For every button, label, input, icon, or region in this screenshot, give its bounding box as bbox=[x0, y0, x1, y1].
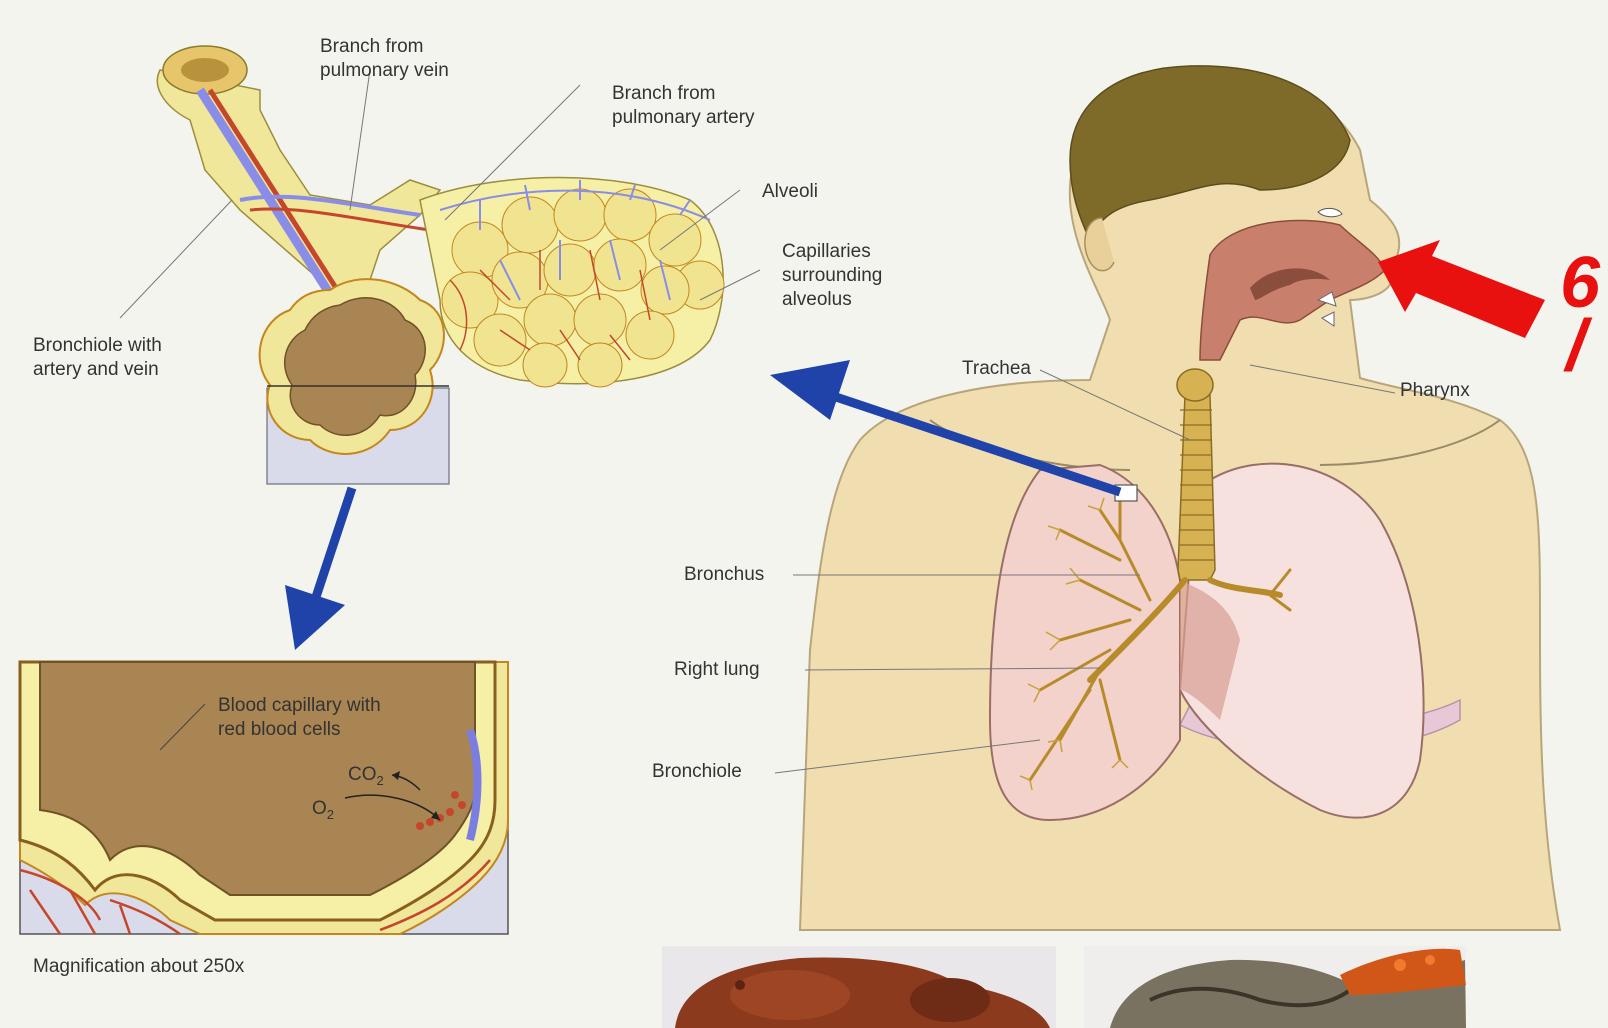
label-pharynx: Pharynx bbox=[1400, 379, 1470, 403]
label-co2: CO2 bbox=[348, 763, 384, 793]
overlay-text-line2: / bbox=[1566, 310, 1586, 382]
label-bronchus: Bronchus bbox=[684, 563, 764, 587]
label-trachea: Trachea bbox=[962, 357, 1031, 381]
lung-photo-diseased bbox=[1084, 946, 1466, 1028]
label-magnification: Magnification about 250x bbox=[33, 955, 244, 979]
label-alveoli: Alveoli bbox=[762, 180, 818, 204]
label-o2: O2 bbox=[312, 797, 334, 827]
label-right-lung: Right lung bbox=[674, 658, 760, 682]
label-bronchiole: Bronchiole bbox=[652, 760, 742, 784]
lung-photo-healthy bbox=[662, 946, 1056, 1028]
